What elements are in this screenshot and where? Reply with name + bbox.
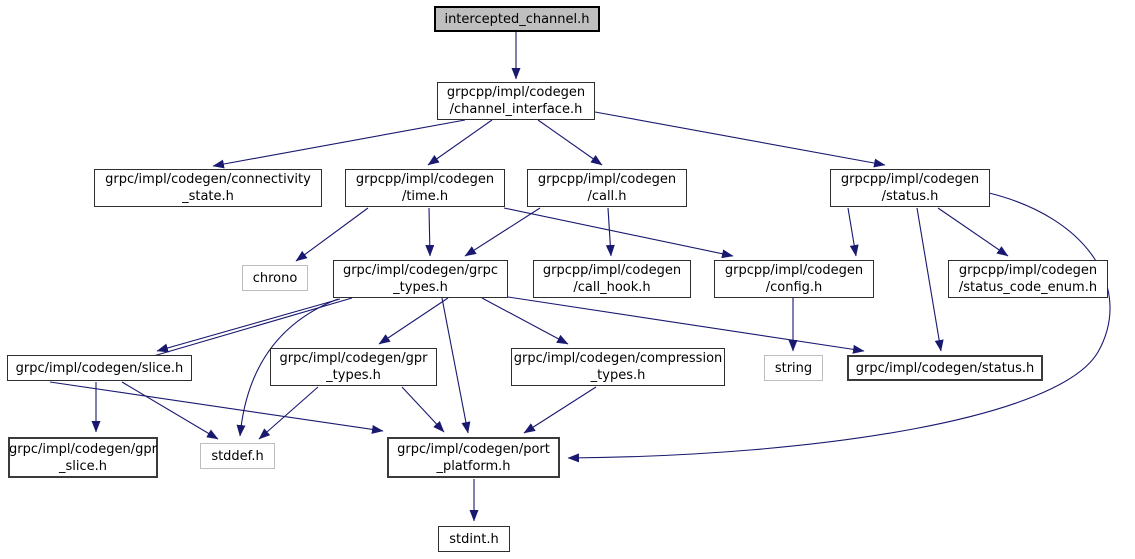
edge-time-h-to-chrono: [295, 207, 369, 262]
node-connectivity-state-h[interactable]: grpc/impl/codegen/connectivity _state.h: [94, 169, 322, 207]
node-label: /status.h: [881, 189, 939, 204]
edge-call-h-to-call-hook-h: [605, 207, 615, 257]
node-label: grpc/impl/codegen/compression: [513, 351, 723, 366]
node-label: grpc/impl/codegen/connectivity: [105, 172, 311, 187]
edge-gpr-types-h-to-stddef-h: [258, 386, 319, 440]
node-label: /call_hook.h: [573, 280, 651, 295]
node-grpcpp-status-h[interactable]: grpcpp/impl/codegen/status.h: [830, 169, 990, 207]
node-label: grpcpp/impl/codegen: [446, 85, 586, 100]
node-label: /time.h: [401, 189, 449, 204]
node-label: intercepted_channel.h: [444, 11, 590, 27]
edge-channel-interface-h-to-grpcpp-status-h: [594, 111, 886, 168]
edge-grpc-types-h-to-slice-h: [156, 298, 341, 353]
node-label: grpc/impl/codegen/status.h: [855, 360, 1035, 376]
node-intercepted-channel-h[interactable]: intercepted_channel.h: [434, 6, 600, 32]
node-label: grpcpp/impl/codegen: [537, 172, 677, 187]
node-label: /status_code_enum.h: [958, 280, 1098, 295]
node-status-code-enum-h[interactable]: grpcpp/impl/codegen/status_code_enum.h: [948, 260, 1108, 298]
edge-grpcpp-status-h-to-status-code-enum-h: [937, 207, 1009, 257]
node-port-platform-h[interactable]: grpc/impl/codegen/port_platform.h: [387, 437, 560, 478]
edge-grpc-types-h-to-grpc-status-h: [507, 296, 865, 354]
node-channel-interface-h[interactable]: grpcpp/impl/codegen/channel_interface.h: [437, 82, 595, 120]
node-label: stdint.h: [449, 531, 499, 547]
node-gpr-slice-h[interactable]: grpc/impl/codegen/gpr_slice.h: [8, 437, 158, 478]
node-label: grpc/impl/codegen/slice.h: [15, 360, 184, 376]
edge-grpc-types-h-to-gpr-types-h: [378, 297, 449, 345]
node-label: _state.h: [182, 189, 234, 204]
edge-channel-interface-h-to-time-h: [427, 119, 493, 166]
edge-grpc-types-h-to-port-platform-h: [441, 297, 471, 434]
node-label: grpcpp/impl/codegen: [840, 172, 980, 187]
node-label: grpcpp/impl/codegen: [355, 172, 495, 187]
node-label: grpc/impl/codegen/port: [397, 441, 550, 457]
node-stdint-h[interactable]: stdint.h: [438, 526, 510, 552]
edge-gpr-types-h-to-port-platform-h: [401, 386, 445, 433]
node-string[interactable]: string: [764, 355, 823, 381]
node-label: chrono: [252, 270, 298, 286]
node-grpc-types-h[interactable]: grpc/impl/codegen/grpc _types.h: [333, 260, 508, 298]
edge-grpcpp-status-h-to-config-h: [847, 207, 859, 257]
node-call-hook-h[interactable]: grpcpp/impl/codegen/call_hook.h: [533, 260, 691, 298]
node-compression-types-h[interactable]: grpc/impl/codegen/compression _types.h: [511, 348, 725, 386]
edge-time-h-to-grpc-types-h: [425, 207, 435, 257]
node-label: /config.h: [765, 280, 823, 295]
node-gpr-types-h[interactable]: grpc/impl/codegen/gpr _types.h: [270, 348, 437, 386]
node-label: grpc/impl/codegen/gpr: [9, 441, 157, 457]
node-label: grpcpp/impl/codegen: [724, 263, 864, 278]
node-label: string: [774, 360, 813, 376]
edge-channel-interface-h-to-call-h: [537, 119, 603, 166]
node-label: grpcpp/impl/codegen: [958, 263, 1098, 278]
node-label: grpc/impl/codegen/gpr: [279, 351, 428, 366]
edge-grpcpp-status-h-to-grpc-status-h: [916, 207, 944, 352]
node-label: stddef.h: [211, 448, 264, 464]
node-grpc-status-h[interactable]: grpc/impl/codegen/status.h: [847, 355, 1043, 381]
node-label: _types.h: [393, 280, 448, 295]
node-label: /channel_interface.h: [449, 102, 583, 117]
node-label: _slice.h: [58, 458, 107, 474]
node-time-h[interactable]: grpcpp/impl/codegen/time.h: [345, 169, 505, 207]
node-label: grpcpp/impl/codegen: [542, 263, 682, 278]
edge-slice-h-to-stddef-h: [121, 381, 219, 440]
node-label: grpc/impl/codegen/grpc: [342, 263, 499, 278]
node-label: _types.h: [590, 368, 646, 383]
node-label: _types.h: [326, 368, 381, 383]
node-call-h[interactable]: grpcpp/impl/codegen/call.h: [527, 169, 687, 207]
node-label: /call.h: [587, 189, 627, 204]
node-slice-h[interactable]: grpc/impl/codegen/slice.h: [7, 355, 192, 381]
edge-slice-h-to-port-platform-h: [49, 381, 384, 434]
node-chrono[interactable]: chrono: [242, 265, 308, 291]
edge-call-h-to-grpc-types-h: [464, 207, 541, 257]
node-label: _platform.h: [436, 458, 511, 474]
edge-compression-types-h-to-port-platform-h: [523, 386, 597, 434]
edge-grpcpp-status-h-to-port-platform-h: [567, 192, 1111, 463]
edge-time-h-to-config-h: [503, 207, 734, 259]
node-config-h[interactable]: grpcpp/impl/codegen/config.h: [714, 260, 874, 298]
edge-grpc-types-h-to-compression-types-h: [481, 297, 569, 345]
edge-channel-interface-h-to-connectivity-state-h: [212, 119, 466, 169]
node-stddef-h[interactable]: stddef.h: [200, 443, 275, 469]
